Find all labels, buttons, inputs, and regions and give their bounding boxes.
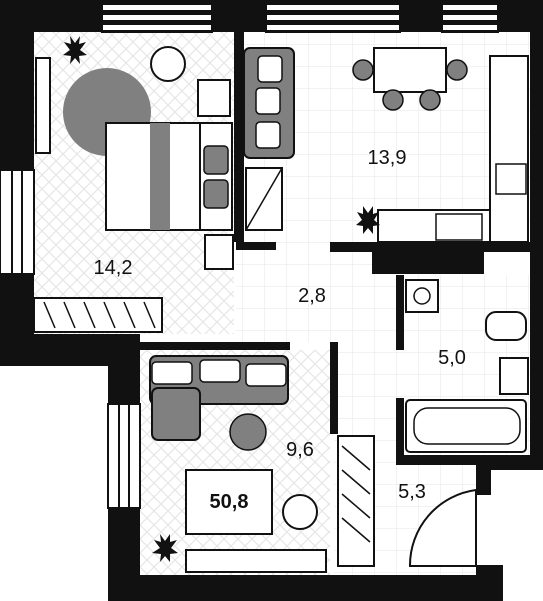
plant-icon — [356, 206, 380, 234]
entrance-door[interactable] — [408, 488, 477, 567]
nightstand-top — [197, 79, 231, 117]
window-kitchen-top-right — [441, 0, 499, 33]
window-kitchen-top-left — [265, 0, 401, 33]
bath-bottom-wall — [396, 455, 530, 465]
washing-machine — [405, 279, 439, 313]
plant-icon — [63, 36, 87, 64]
dining-chair — [419, 89, 441, 111]
bed-kitchen-partition — [234, 32, 244, 242]
outer-wall-left-top — [0, 32, 34, 170]
area-label-entrance: 5,3 — [398, 481, 426, 503]
windows — [0, 0, 499, 509]
window-living-left — [107, 403, 141, 509]
bedroom-wardrobe — [33, 297, 163, 333]
bathroom-furniture — [405, 279, 529, 453]
washbasin — [499, 357, 529, 395]
area-label-bedroom: 14,2 — [94, 257, 133, 279]
total-area-label: 50,8 — [210, 491, 249, 513]
bath-top-wall — [372, 252, 484, 274]
outer-wall-left-notch — [108, 334, 140, 404]
outer-wall-right — [530, 0, 543, 470]
outer-wall-right-door-end — [476, 565, 503, 601]
area-label-hallway: 2,8 — [298, 285, 326, 307]
nightstand-bottom — [204, 234, 234, 270]
living-rug — [185, 469, 273, 535]
window-bedroom-left — [0, 169, 35, 275]
dining-chair — [382, 89, 404, 111]
stove — [495, 163, 527, 195]
outer-wall-top-mid — [212, 0, 266, 32]
dining-chair — [352, 59, 374, 81]
pillow-1 — [203, 145, 229, 175]
bed-blanket — [150, 123, 170, 230]
toilet — [485, 311, 527, 341]
pillow-2 — [203, 179, 229, 209]
entrance-furniture — [337, 435, 477, 567]
window-bedroom-top — [101, 0, 213, 33]
area-label-bathroom: 5,0 — [438, 347, 466, 369]
kitchen-counter-right — [489, 55, 529, 243]
bedroom-dresser — [35, 57, 51, 154]
bath-left-wall-lower — [396, 398, 404, 455]
tv-stand — [185, 549, 327, 573]
kitchen-sink — [435, 213, 483, 241]
living-top-wall — [140, 342, 290, 350]
bed-stub-wall — [236, 242, 276, 250]
armchair-living — [282, 494, 318, 530]
dining-chair — [446, 59, 468, 81]
outer-wall-top-left — [0, 0, 102, 32]
living-right-wall — [330, 342, 338, 434]
living-room-furniture — [149, 355, 327, 573]
dining-table — [373, 47, 447, 93]
plant-icon — [152, 534, 178, 562]
armchair-bedroom — [150, 46, 186, 82]
area-label-kitchen: 13,9 — [368, 147, 407, 169]
coffee-table — [229, 413, 267, 451]
kitchen-stub-wall — [330, 242, 530, 252]
kitchen-furniture — [243, 47, 529, 243]
bedroom-furniture — [33, 36, 234, 333]
bath-left-wall-upper — [396, 275, 404, 350]
area-label-living-room: 9,6 — [286, 439, 314, 461]
headboard — [199, 122, 233, 231]
outer-wall-top-right — [400, 0, 442, 32]
entrance-wardrobe — [337, 435, 375, 567]
outer-wall-bottom — [108, 575, 503, 601]
